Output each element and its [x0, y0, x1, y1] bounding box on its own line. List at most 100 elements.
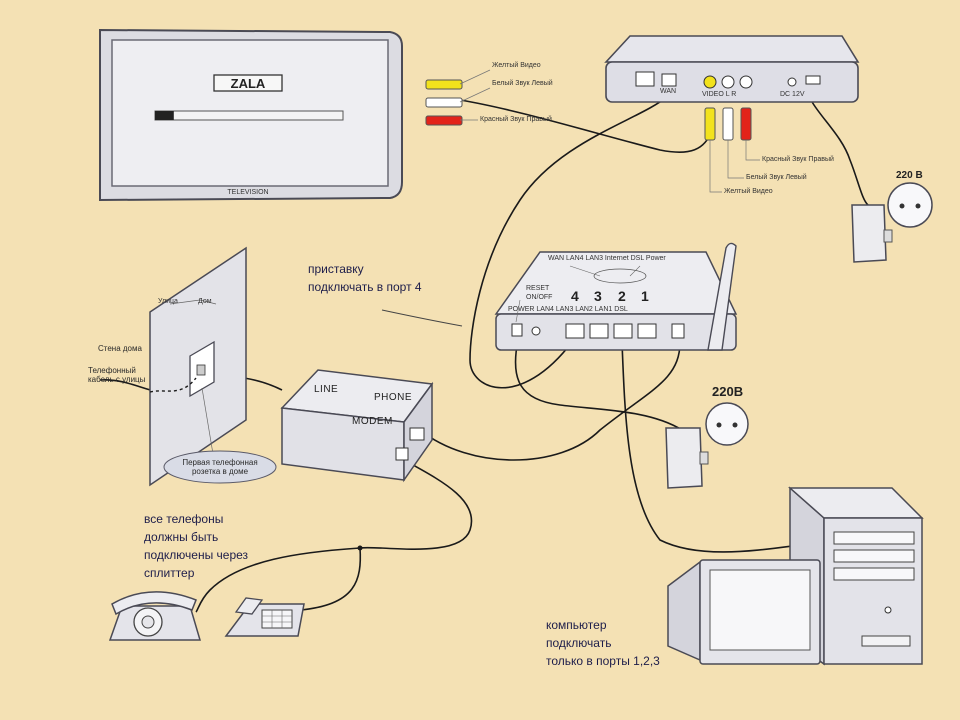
- tv-logo-box: [213, 74, 283, 92]
- house-label: Дом: [198, 298, 212, 305]
- settop-red-plug: [740, 107, 752, 141]
- router-port-number-1: 1: [641, 288, 649, 304]
- settop-switch: [805, 75, 821, 85]
- settop-av-red: [739, 75, 753, 89]
- settop-red-cable-label: Красный Звук Правый: [762, 156, 834, 163]
- socket-leader: [201, 387, 215, 461]
- tv-yellow-label: Желтый Видео: [492, 62, 541, 69]
- router-lan2-port: [613, 323, 633, 339]
- power-mid-plug: [699, 451, 709, 465]
- power-top-adapter: [851, 204, 887, 263]
- router-power-port: [511, 323, 523, 337]
- street-cable-label: Телефонный кабель с улицы: [88, 366, 146, 384]
- power-mid-label: 220В: [712, 384, 744, 399]
- pc-monitor-screen: [709, 569, 811, 651]
- settop-to-router-cable: [469, 95, 669, 389]
- phone-cable-junction: [357, 545, 363, 551]
- pc-vent: [861, 635, 911, 647]
- settop-yellow-cable-label: Желтый Видео: [724, 188, 773, 195]
- router-port-number-2: 2: [618, 288, 626, 304]
- pc-power-button: [884, 606, 892, 614]
- tv-progress-fill: [155, 111, 174, 120]
- rotary-phone-handset: [111, 591, 197, 616]
- desk-phone-keypad: [261, 609, 293, 629]
- computer: [667, 486, 924, 666]
- pc-drive-3: [833, 567, 915, 581]
- power-top: [851, 182, 933, 263]
- splitter-modem-cable: [419, 341, 681, 461]
- pc-drive-1: [833, 531, 915, 545]
- settop-top-face: [604, 35, 860, 63]
- tv-rca-plugs: [425, 69, 491, 126]
- settop-note-pointer: [381, 309, 463, 327]
- router-top-labels: WAN LAN4 LAN3 Internet DSL Power: [548, 255, 666, 262]
- router-left-leader: [515, 299, 521, 323]
- router-ports-caption: POWER LAN4 LAN3 LAN2 LAN1 DSL: [508, 306, 628, 313]
- settop-white-leader: [727, 140, 744, 179]
- tv-progress-track: [154, 110, 344, 121]
- settop-power-cable: [804, 84, 869, 206]
- phone-branch-cable: [299, 547, 362, 611]
- router-lan3-port: [589, 323, 609, 339]
- settop-dc-label: DC 12V: [780, 91, 805, 98]
- splitter-line-label: LINE: [314, 384, 339, 395]
- power-top-outlet: [887, 182, 933, 228]
- settop-usb-port: [635, 71, 655, 87]
- splitter-phone-label: PHONE: [374, 392, 413, 403]
- tv-yellow-leader: [459, 69, 491, 85]
- router-label-oval: [593, 268, 647, 284]
- router-computer-cable: [621, 341, 801, 553]
- settop-eth-port: [661, 73, 677, 87]
- router-port-number-4: 4: [571, 288, 579, 304]
- settop-yellow-plug: [704, 107, 716, 141]
- router-label-leader-2: [629, 265, 641, 277]
- settop-av-label: VIDEO L R: [702, 91, 737, 98]
- router-reset-button: [531, 326, 541, 336]
- router-dsl-port: [671, 323, 685, 339]
- pc-monitor-back: [667, 560, 701, 662]
- socket-label-oval: [163, 450, 277, 484]
- settop-port-note: приставку подключать в порт 4: [308, 262, 422, 294]
- splitter: [280, 369, 434, 483]
- tv-white-plug: [425, 97, 463, 108]
- power-mid-outlet: [705, 402, 749, 446]
- router-antenna: [707, 242, 737, 351]
- tv-white-label: Белый Звук Левый: [492, 80, 553, 87]
- router-lan1-port: [637, 323, 657, 339]
- settop-rca-plugs: [704, 107, 760, 193]
- splitter-modem-label: MODEM: [352, 416, 393, 427]
- wall-label: Стена дома: [98, 344, 142, 353]
- house-wall: [149, 246, 277, 487]
- wall-cable-hidden: [149, 377, 197, 393]
- wall-street-leader: [169, 299, 201, 305]
- tv-red-label: Красный Звук Правый: [480, 116, 552, 123]
- tv-logo: ZALA: [231, 76, 266, 91]
- computer-note: компьютер подключать только в порты 1,2,…: [546, 618, 660, 668]
- power-top-label: 220 В: [896, 170, 923, 181]
- power-top-hole-left: [899, 203, 905, 209]
- settop-av-white: [721, 75, 735, 89]
- splitter-modem-jack: [409, 427, 425, 441]
- splitter-phone-jack: [395, 447, 409, 461]
- power-top-hole-right: [915, 203, 921, 209]
- power-mid: [665, 402, 749, 489]
- pc-drive-2: [833, 549, 915, 563]
- power-mid-hole-left: [716, 422, 722, 428]
- settop-eth-label: WAN: [660, 88, 677, 95]
- router-left-labels: RESET ON/OFF: [526, 285, 553, 301]
- street-label: Улица: [158, 298, 178, 305]
- desk-phone-handset: [234, 597, 264, 615]
- rca-cable-bundle: [459, 99, 713, 153]
- rotary-phone: [108, 591, 202, 641]
- tv-caption: TELEVISION: [227, 189, 268, 196]
- settop-av-yellow: [703, 75, 717, 89]
- settop-white-cable-label: Белый Звук Левый: [746, 174, 807, 181]
- wall-socket-jack: [196, 364, 206, 376]
- router-port-number-3: 3: [594, 288, 602, 304]
- phones-note: все телефоны должны быть подключены чере…: [144, 512, 249, 580]
- tv-yellow-plug: [425, 79, 463, 90]
- wall-house-leader: [199, 299, 217, 305]
- tv-white-leader: [459, 87, 491, 103]
- power-top-plug: [883, 229, 893, 243]
